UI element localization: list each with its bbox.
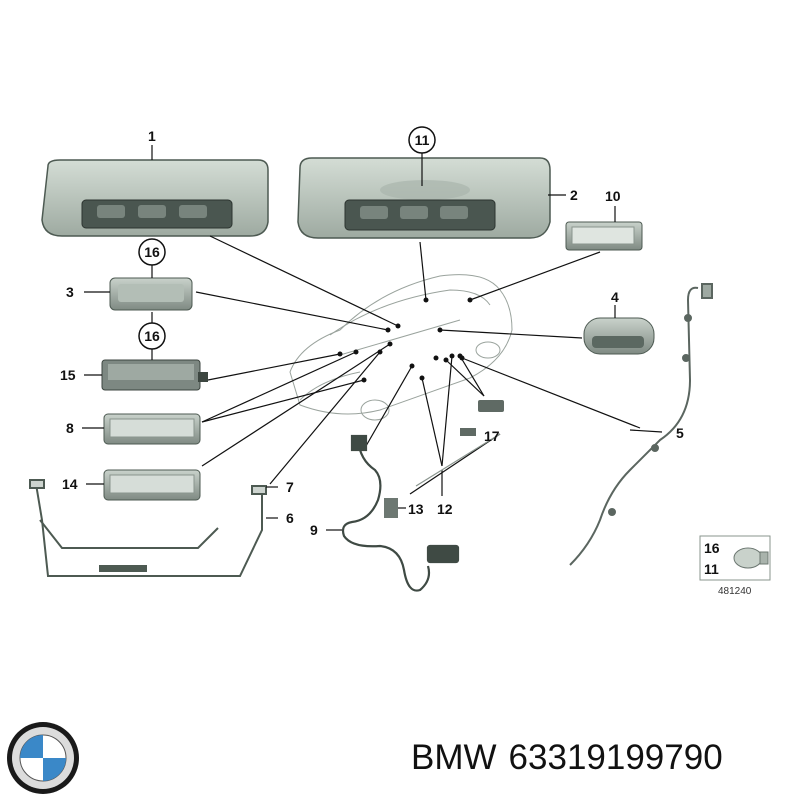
callout-ticks <box>82 145 663 531</box>
callout-5: 5 <box>676 425 684 441</box>
part-1-front-interior-light <box>41 159 269 237</box>
leader-dots <box>337 297 473 383</box>
callout-labels: 1 2 10 3 4 15 8 5 17 14 7 6 12 13 9 <box>60 128 684 538</box>
circled-callouts: 11 16 16 <box>138 126 436 350</box>
footer-part-label: BMW 63319199790 <box>411 738 723 778</box>
callout-3: 3 <box>66 284 74 300</box>
part-2-overhead-console <box>297 157 551 239</box>
bmw-logo <box>7 722 79 794</box>
callout-14: 14 <box>62 476 78 492</box>
callout-16-circled-lower: 16 <box>144 328 160 344</box>
brand-name: BMW <box>411 738 497 777</box>
callout-10: 10 <box>605 188 621 204</box>
callout-16-circled-upper: 16 <box>144 244 160 260</box>
bulb-legend-box: 16 11 481240 <box>699 535 771 597</box>
bulb-icon <box>733 547 769 569</box>
part-4-lens <box>583 317 655 355</box>
part-8-lamp <box>103 413 201 445</box>
callout-12: 12 <box>437 501 453 517</box>
callout-9: 9 <box>310 522 318 538</box>
callout-11-circled: 11 <box>415 132 430 148</box>
callout-4: 4 <box>611 289 619 305</box>
callout-8: 8 <box>66 420 74 436</box>
part-17-connector <box>460 400 504 436</box>
callout-13: 13 <box>408 501 424 517</box>
callout-7: 7 <box>286 479 294 495</box>
part-10-reading-light <box>565 221 643 251</box>
part-5-cable <box>569 283 713 566</box>
part-9-cable <box>341 434 460 592</box>
drawing-number: 481240 <box>718 586 752 597</box>
part-6-wiring-frame <box>29 479 267 577</box>
legend-number-11: 11 <box>704 561 719 577</box>
part-number: 63319199790 <box>508 738 723 777</box>
leader-lines <box>195 235 641 495</box>
part-13-holder <box>384 498 398 518</box>
part-14-lamp <box>103 469 201 501</box>
part-12-rod <box>415 433 501 487</box>
legend-number-16: 16 <box>704 540 720 556</box>
callout-6: 6 <box>286 510 294 526</box>
callout-17: 17 <box>484 428 500 444</box>
callout-1: 1 <box>148 128 156 144</box>
callout-2: 2 <box>570 187 578 203</box>
part-3-lamp <box>109 277 193 311</box>
part-15-lamp <box>101 359 208 391</box>
callout-15: 15 <box>60 367 76 383</box>
